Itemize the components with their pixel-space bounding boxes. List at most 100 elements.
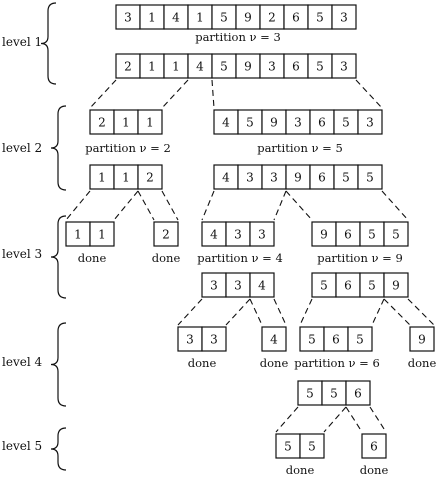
level-brace bbox=[50, 427, 67, 471]
array-cell-value: 9 bbox=[418, 333, 426, 347]
connector-line bbox=[407, 298, 435, 326]
array-cell-value: 3 bbox=[246, 171, 254, 185]
array-cell bbox=[237, 109, 263, 135]
array-cell-value: 2 bbox=[124, 60, 132, 74]
array-cell bbox=[139, 4, 165, 30]
array-cell bbox=[283, 4, 309, 30]
level-label: level 5 bbox=[2, 439, 42, 453]
array-cell bbox=[309, 164, 335, 190]
partition-caption: partition ν = 9 bbox=[317, 251, 403, 265]
array-cell-value: 3 bbox=[294, 116, 302, 130]
partition-caption: partition ν = 3 bbox=[195, 30, 281, 44]
array-cell-value: 4 bbox=[222, 171, 230, 185]
array-cell bbox=[307, 4, 333, 30]
array-cell-value: 6 bbox=[370, 440, 378, 454]
array-f4: 9 bbox=[409, 326, 435, 352]
done-caption: done bbox=[408, 356, 437, 370]
connector-line bbox=[273, 298, 287, 326]
captions: partition ν = 3 partition ν = 2 partition … bbox=[78, 30, 437, 477]
array-cell bbox=[249, 221, 275, 247]
array-cell bbox=[261, 109, 287, 135]
array-cell-value: 2 bbox=[268, 11, 276, 25]
array-cell-value: 2 bbox=[146, 171, 154, 185]
array-cell bbox=[323, 326, 349, 352]
array-cell-value: 1 bbox=[146, 116, 154, 130]
array-cell-value: 6 bbox=[354, 387, 362, 401]
partition-caption: partition ν = 4 bbox=[197, 251, 283, 265]
array-cell bbox=[333, 164, 359, 190]
array-cell bbox=[359, 272, 385, 298]
array-cell-value: 5 bbox=[366, 171, 374, 185]
connector-line bbox=[113, 190, 139, 221]
array-cell-value: 3 bbox=[268, 60, 276, 74]
array-cell-value: 5 bbox=[306, 387, 314, 401]
array-c1: 1 1 2 bbox=[89, 164, 163, 190]
connector-line bbox=[323, 406, 347, 433]
array-cell bbox=[177, 326, 203, 352]
level-label: level 4 bbox=[2, 355, 42, 369]
connector-line bbox=[161, 190, 179, 221]
array-cell-value: 3 bbox=[340, 11, 348, 25]
array-cell-value: 6 bbox=[332, 333, 340, 347]
connectors bbox=[65, 79, 435, 433]
array-cell bbox=[347, 326, 373, 352]
array-cell bbox=[275, 433, 301, 459]
array-cell-value: 1 bbox=[98, 171, 106, 185]
array-cell-value: 6 bbox=[344, 279, 352, 293]
connector-line bbox=[369, 406, 387, 433]
array-cell bbox=[201, 221, 227, 247]
array-cell-value: 1 bbox=[196, 11, 204, 25]
array-cell-value: 3 bbox=[234, 228, 242, 242]
array-cell bbox=[213, 109, 239, 135]
array-cell bbox=[299, 433, 325, 459]
array-h2: 6 bbox=[361, 433, 387, 459]
array-cell-value: 3 bbox=[258, 228, 266, 242]
array-cell bbox=[153, 221, 179, 247]
array-cell bbox=[311, 221, 337, 247]
connector-line bbox=[383, 298, 411, 326]
partition-caption: partition ν = 2 bbox=[85, 141, 171, 155]
array-cell bbox=[187, 4, 213, 30]
array-cell bbox=[137, 164, 163, 190]
connector-line bbox=[299, 298, 313, 326]
done-caption: done bbox=[260, 356, 289, 370]
array-cell bbox=[89, 164, 115, 190]
array-cell-value: 2 bbox=[98, 116, 106, 130]
array-cell-value: 5 bbox=[316, 60, 324, 74]
array-cell-value: 5 bbox=[308, 333, 316, 347]
array-cell-value: 1 bbox=[122, 171, 130, 185]
connector-line bbox=[273, 190, 287, 221]
array-cell-value: 9 bbox=[244, 11, 252, 25]
array-cell-value: 5 bbox=[316, 11, 324, 25]
array-cell bbox=[137, 109, 163, 135]
array-cell-value: 4 bbox=[196, 60, 204, 74]
connector-line bbox=[285, 190, 313, 221]
done-caption: done bbox=[188, 356, 217, 370]
array-cell-value: 1 bbox=[74, 228, 82, 242]
connector-line bbox=[249, 298, 263, 326]
array-cell-value: 1 bbox=[148, 11, 156, 25]
connector-line bbox=[201, 190, 215, 221]
connector-line bbox=[65, 190, 91, 221]
connector-line bbox=[225, 298, 251, 326]
level-label: level 3 bbox=[2, 247, 42, 261]
array-cell bbox=[225, 272, 251, 298]
array-cell bbox=[249, 272, 275, 298]
array-cell bbox=[201, 326, 227, 352]
partition-caption: partition ν = 5 bbox=[257, 141, 343, 155]
connector-line bbox=[275, 406, 299, 433]
array-cell bbox=[297, 380, 323, 406]
array-cell bbox=[235, 4, 261, 30]
array-cell-value: 6 bbox=[318, 171, 326, 185]
connector-line bbox=[211, 79, 215, 109]
array-cell-value: 1 bbox=[172, 60, 180, 74]
